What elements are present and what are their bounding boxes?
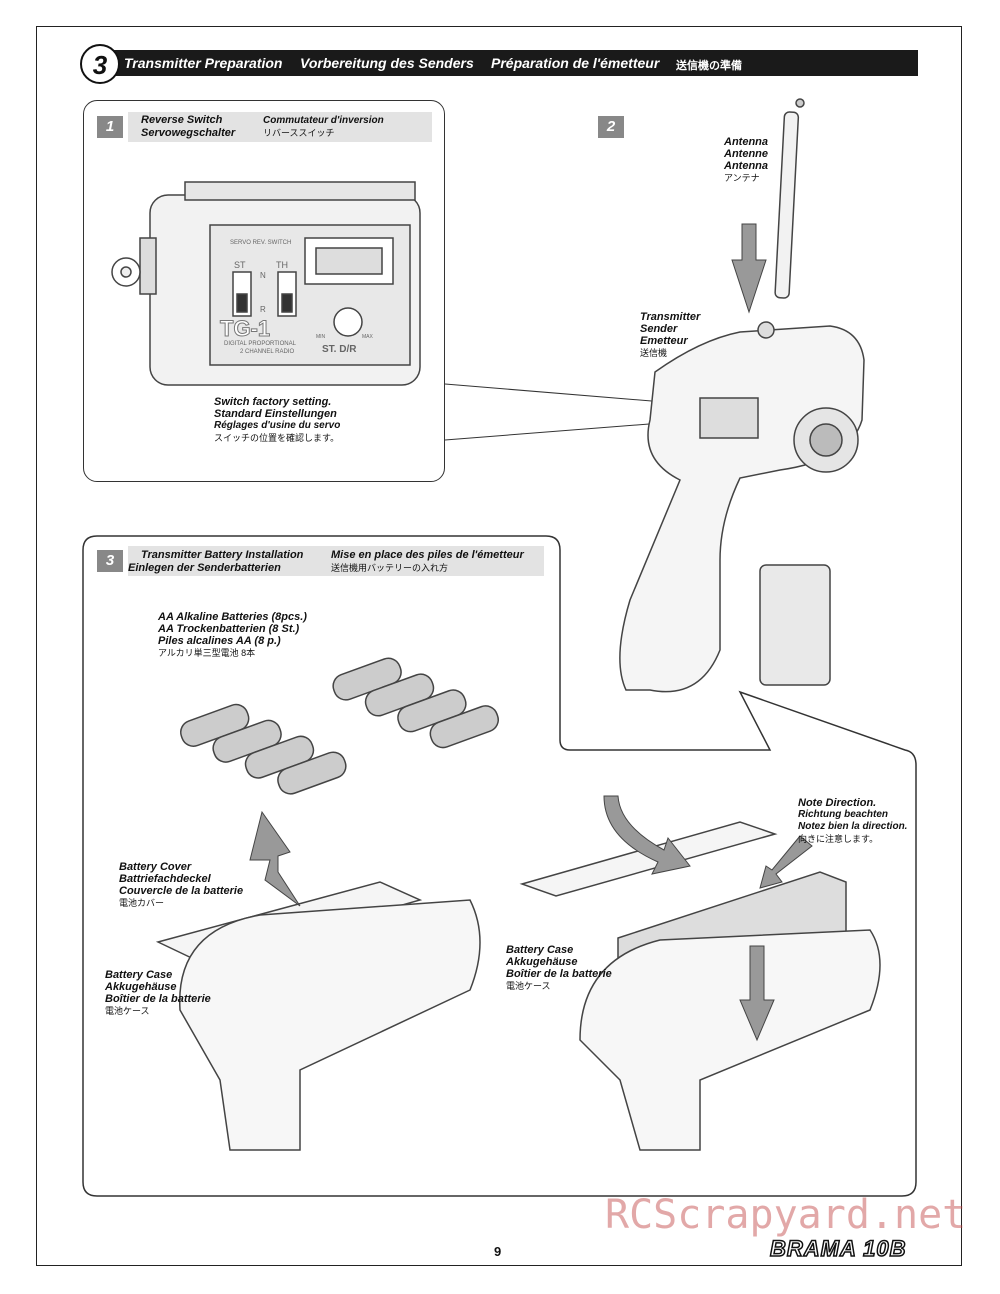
batteries-label-en: AA Alkaline Batteries (8pcs.) xyxy=(158,611,307,623)
step1-title-en: Reverse Switch xyxy=(141,114,223,126)
batteries-label-fr: Piles alcalines AA (8 p.) xyxy=(158,635,281,647)
aa-batteries xyxy=(180,657,499,795)
cover-label-jp: 電池カバー xyxy=(119,898,165,908)
case-label-jp: 電池ケース xyxy=(105,1006,150,1016)
case2-label-fr: Boîtier de la batterie xyxy=(506,968,612,980)
panel-th: TH xyxy=(276,260,288,270)
step1-title-bg xyxy=(128,112,432,142)
antenna-label-jp: アンテナ xyxy=(724,173,760,183)
panel-model: TG-1 xyxy=(220,316,270,341)
step1-title-fr: Commutateur d'inversion xyxy=(263,115,384,126)
section-header: Transmitter Preparation Vorbereitung des… xyxy=(86,50,918,76)
step3-title-fr: Mise en place des piles de l'émetteur xyxy=(331,549,524,561)
case-label-fr: Boîtier de la batterie xyxy=(105,993,211,1005)
transmitter-label-fr: Emetteur xyxy=(640,335,688,347)
battery-cover-removal xyxy=(155,881,481,1151)
watermark: RCScrapyard.net xyxy=(605,1192,967,1238)
step2-badge: 2 xyxy=(598,116,624,138)
antenna-label-fr: Antenna xyxy=(724,160,768,172)
cover-label-de: Battriefachdeckel xyxy=(119,873,211,885)
lift-arrow xyxy=(249,810,301,907)
panel-r: R xyxy=(260,305,266,314)
antenna-label-de: Antenne xyxy=(724,148,768,160)
step1-title-jp: リバーススイッチ xyxy=(263,128,335,138)
switch-note-de: Standard Einstellungen xyxy=(214,408,337,420)
case-label-de: Akkugehäuse xyxy=(105,981,177,993)
direction-label-jp: 向きに注意します。 xyxy=(798,834,879,844)
panel-servo-rev: SERVO REV. SWITCH xyxy=(230,240,291,246)
switch-panel-closeup xyxy=(111,181,421,386)
direction-arrow xyxy=(759,835,813,889)
step3-title-jp: 送信機用バッテリーの入れ方 xyxy=(331,563,449,573)
case2-label-de: Akkugehäuse xyxy=(506,956,578,968)
case-label-en: Battery Case xyxy=(105,969,173,981)
step3-title-bg xyxy=(128,546,544,576)
step-number: 3 xyxy=(80,44,120,84)
batteries-label-jp: アルカリ単三型電池 8本 xyxy=(158,648,256,658)
cover-label-fr: Couvercle de la batterie xyxy=(119,885,244,897)
step3-panel-outline xyxy=(82,535,917,1197)
antenna-label-en: Antenna xyxy=(724,136,768,148)
header-title-de: Vorbereitung des Senders xyxy=(300,55,474,71)
page-number: 9 xyxy=(494,1244,502,1259)
brand-logo: BRAMA 10B xyxy=(769,1235,907,1262)
transmitter-label-en: Transmitter xyxy=(640,311,701,323)
step3-title-en: Transmitter Battery Installation xyxy=(141,549,304,561)
case2-label-en: Battery Case xyxy=(506,944,574,956)
header-title-fr: Préparation de l'émetteur xyxy=(491,55,660,71)
transmitter-label-jp: 送信機 xyxy=(640,348,668,358)
panel-line1: DIGITAL PROPORTIONAL xyxy=(224,341,297,347)
transmitter-illustration xyxy=(619,321,865,693)
switch-note-en: Switch factory setting. xyxy=(214,396,332,408)
antenna-arrow xyxy=(731,223,767,314)
panel-min: MIN xyxy=(316,334,326,340)
switch-note-fr: Réglages d'usine du servo xyxy=(214,420,341,431)
direction-label-fr: Notez bien la direction. xyxy=(798,821,908,832)
header-title-jp: 送信機の準備 xyxy=(676,60,742,72)
insert-arrow xyxy=(739,945,775,1042)
step1-title-de: Servowegschalter xyxy=(141,127,236,139)
step1-badge: 1 xyxy=(97,116,123,138)
switch-note-jp: スイッチの位置を確認します。 xyxy=(214,433,340,443)
panel-st: ST xyxy=(234,260,246,270)
direction-label-de: Richtung beachten xyxy=(798,809,889,820)
battery-case-installation xyxy=(519,821,881,1151)
panel-max: MAX xyxy=(362,334,374,340)
panel-labels: SERVO REV. SWITCH ST TH N R TG-1 DIGITAL… xyxy=(220,240,374,355)
step3-title-de: Einlegen der Senderbatterien xyxy=(128,562,281,574)
case2-label-jp: 電池ケース xyxy=(506,981,551,991)
header-title-en: Transmitter Preparation xyxy=(124,55,283,71)
antenna-illustration xyxy=(774,98,805,299)
cover-label-en: Battery Cover xyxy=(119,861,192,873)
panel-line2: 2 CHANNEL RADIO xyxy=(240,349,294,355)
page-frame xyxy=(36,26,962,1266)
batteries-label-de: AA Trockenbatterien (8 St.) xyxy=(158,623,300,635)
panel-n: N xyxy=(260,271,266,280)
panel-dr: ST. D/R xyxy=(322,344,357,355)
direction-label-en: Note Direction. xyxy=(798,797,877,809)
slide-arrow xyxy=(603,795,691,875)
step3-badge: 3 xyxy=(97,550,123,572)
transmitter-label-de: Sender xyxy=(640,323,678,335)
